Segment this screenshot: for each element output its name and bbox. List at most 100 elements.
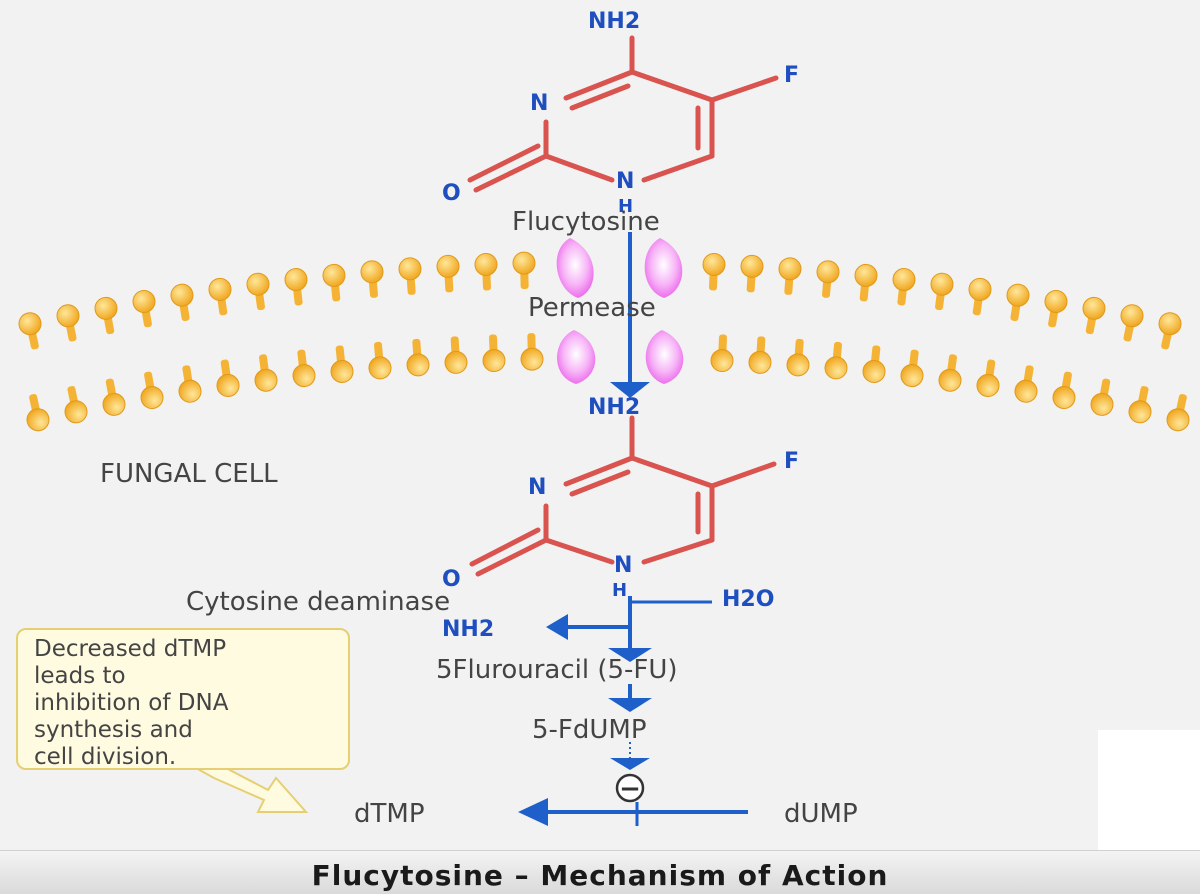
callout-box: Decreased dTMP leads to inhibition of DN…	[16, 628, 350, 770]
dtmp-label: dTMP	[354, 799, 425, 829]
inhibition-circle	[615, 773, 645, 803]
callout-line: synthesis and	[34, 717, 193, 743]
enzyme-label: Cytosine deaminase	[186, 587, 450, 617]
lipid-molecule	[816, 260, 840, 298]
molecule-inner: NH2 F N N H O	[442, 395, 799, 601]
lipid-molecule	[368, 341, 392, 380]
lipid-molecule	[330, 345, 354, 383]
lipid-molecule	[702, 252, 726, 291]
lipid-molecule	[208, 277, 232, 316]
lipid-molecule	[1158, 312, 1182, 350]
product-5fu-label: 5Flurouracil (5-FU)	[436, 655, 678, 685]
footer-bar: Flucytosine – Mechanism of Action	[0, 850, 1200, 894]
footer-title: Flucytosine – Mechanism of Action	[311, 859, 889, 892]
lipid-molecule	[1120, 304, 1144, 342]
lipid-bilayer	[18, 251, 1190, 432]
lipid-molecule	[444, 336, 468, 374]
inner-n3-label: N	[528, 475, 546, 500]
lipid-molecule	[170, 283, 194, 322]
lipid-molecule	[900, 349, 924, 388]
top-f-label: F	[784, 63, 799, 88]
lipid-molecule	[1166, 394, 1190, 432]
lipid-molecule	[1052, 371, 1076, 410]
lipid-molecule	[938, 354, 962, 392]
top-nh2-label: NH2	[588, 9, 640, 34]
lipid-molecule	[786, 338, 810, 377]
arrow-to-fdump-head	[608, 698, 652, 712]
lipid-molecule	[748, 336, 772, 374]
callout-line: leads to	[34, 663, 126, 689]
inhibition-arrow-head	[610, 758, 650, 770]
permease-lobe-bottom-left	[557, 330, 596, 384]
lipid-molecule	[178, 365, 202, 403]
lipid-molecule	[360, 260, 384, 298]
inner-nh2-label: NH2	[588, 395, 640, 420]
lipid-molecule	[26, 394, 50, 432]
lipid-molecule	[976, 359, 1000, 397]
released-nh2-label: NH2	[442, 617, 494, 642]
permease-label: Permease	[528, 293, 656, 323]
lipid-molecule	[740, 254, 764, 293]
lipid-molecule	[512, 251, 536, 290]
lipid-molecule	[892, 268, 916, 306]
inner-h-label: H	[612, 580, 627, 601]
arrow-to-5fu-head	[608, 648, 652, 662]
lipid-molecule	[216, 359, 240, 397]
dump-label: dUMP	[784, 799, 858, 829]
inhibition-symbol: −	[619, 774, 641, 804]
lipid-molecule	[322, 263, 346, 302]
lipid-molecule	[102, 378, 126, 416]
lipid-molecule	[436, 254, 460, 293]
top-n3-label: N	[530, 91, 548, 116]
lipid-molecule	[406, 338, 430, 377]
molecule-top: NH2 F N N H O	[442, 9, 799, 217]
lipid-molecule	[94, 296, 118, 335]
permease-transporter	[556, 238, 684, 384]
callout-line: Decreased dTMP	[34, 636, 227, 662]
lipid-molecule	[18, 312, 42, 350]
product-fdump-label: 5-FdUMP	[532, 715, 647, 745]
lipid-molecule	[710, 334, 734, 372]
water-label: H2O	[722, 587, 774, 612]
permease-lobe-top-left	[556, 238, 594, 298]
inner-f-label: F	[784, 449, 799, 474]
released-nh2-arrow-head	[546, 614, 568, 640]
inner-o-label: O	[442, 567, 461, 592]
lipid-molecule	[292, 349, 316, 388]
lipid-molecule	[140, 371, 164, 410]
lipid-molecule	[1128, 386, 1152, 424]
lipid-molecule	[398, 257, 422, 295]
lipid-molecule	[474, 252, 498, 291]
lipid-molecule	[520, 333, 544, 371]
lipid-molecule	[862, 345, 886, 383]
callout-pointer	[192, 767, 309, 813]
lipid-molecule	[482, 334, 506, 372]
lipid-molecule	[1044, 290, 1068, 328]
lipid-molecule	[56, 304, 80, 342]
lipid-molecule	[778, 257, 802, 295]
lipid-molecule	[1014, 365, 1038, 403]
permease-lobe-bottom-right	[645, 330, 684, 384]
lipid-molecule	[930, 272, 954, 311]
lipid-molecule	[854, 263, 878, 302]
top-h-label: H	[618, 196, 633, 217]
lipid-molecule	[254, 354, 278, 392]
lipid-molecule	[824, 341, 848, 380]
top-n1-label: N	[616, 169, 634, 194]
lipid-molecule	[132, 290, 156, 328]
inner-n1-label: N	[614, 553, 632, 578]
permease-lobe-top-right	[644, 238, 683, 298]
callout-line: cell division.	[34, 744, 177, 770]
white-patch	[1098, 730, 1200, 850]
dump-to-dtmp-head	[518, 798, 548, 826]
lipid-molecule	[1090, 378, 1114, 416]
cell-label: FUNGAL CELL	[100, 459, 278, 489]
lipid-molecule	[968, 277, 992, 316]
lipid-molecule	[1082, 296, 1106, 335]
callout-line: inhibition of DNA	[34, 690, 229, 716]
drug-name-label: Flucytosine	[512, 207, 660, 237]
lipid-molecule	[64, 386, 88, 424]
top-o-label: O	[442, 181, 461, 206]
lipid-molecule	[1006, 283, 1030, 322]
